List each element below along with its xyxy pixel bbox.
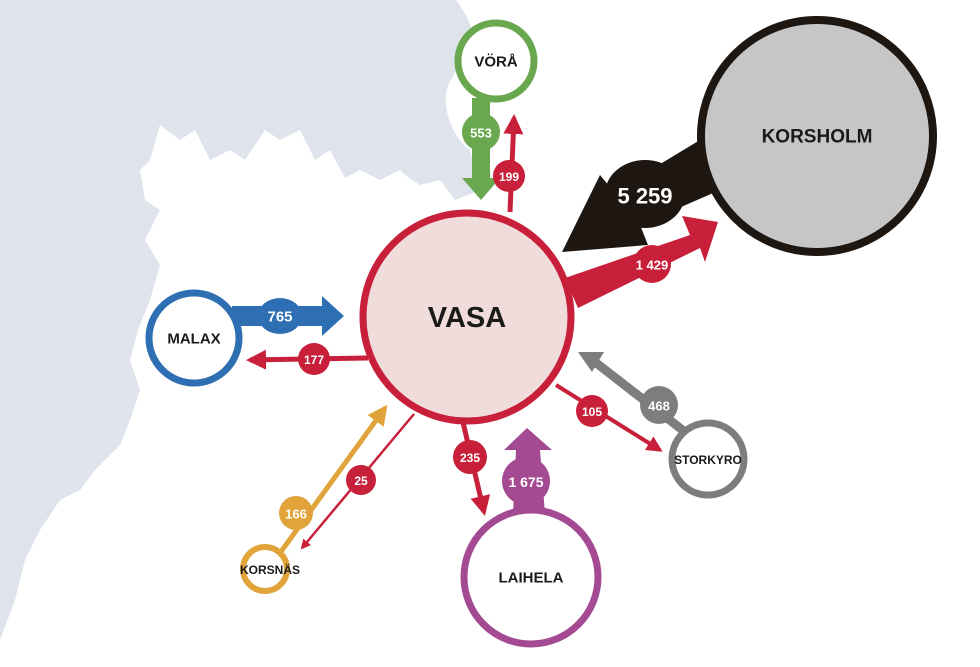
node-korsnas bbox=[240, 544, 290, 594]
badge-storkyro-to-vasa-label: 468 bbox=[648, 399, 670, 414]
badge-vasa-to-korsnas bbox=[346, 465, 376, 495]
badge-vasa-to-malax bbox=[298, 343, 330, 375]
badge-vasa-to-korsholm-label: 1 429 bbox=[636, 258, 669, 273]
badge-korsholm-to-vasa bbox=[605, 160, 685, 228]
node-korsholm bbox=[697, 16, 937, 256]
badge-vasa-to-malax-label: 177 bbox=[304, 353, 324, 367]
badge-vasa-to-storkyro-label: 105 bbox=[582, 405, 602, 419]
node-vasa-label: VASA bbox=[428, 302, 506, 334]
badge-vasa-to-storkyro bbox=[576, 395, 608, 427]
badge-vasa-to-vora-label: 199 bbox=[499, 170, 519, 184]
arrow-storkyro-to-vasa-head bbox=[578, 352, 604, 372]
node-storkyro-label: STORKYRO bbox=[674, 453, 742, 467]
badge-korsnas-to-vasa-label: 166 bbox=[285, 507, 307, 522]
badge-malax-to-vasa bbox=[258, 298, 302, 334]
badge-vasa-to-laihela bbox=[453, 440, 487, 474]
node-vasa bbox=[359, 209, 575, 425]
node-korsnas-label: KORSNÄS bbox=[240, 562, 300, 577]
badge-korsholm-to-vasa-label: 5 259 bbox=[617, 184, 672, 209]
node-korsholm-label: KORSHOLM bbox=[762, 127, 873, 148]
badge-vasa-to-korsholm bbox=[633, 245, 671, 283]
badge-vora-to-vasa-label: 553 bbox=[470, 126, 492, 141]
badge-laihela-to-vasa bbox=[502, 457, 550, 505]
node-vora bbox=[454, 19, 538, 103]
arrow-vasa-to-storkyro bbox=[554, 383, 663, 452]
badge-vasa-to-laihela-label: 235 bbox=[460, 451, 480, 465]
badge-laihela-to-vasa-label: 1 675 bbox=[508, 474, 543, 490]
node-vora-label: VÖRÅ bbox=[474, 54, 518, 71]
node-laihela bbox=[460, 506, 602, 648]
badge-storkyro-to-vasa bbox=[640, 386, 678, 424]
badge-korsnas-to-vasa bbox=[279, 496, 313, 530]
badge-vasa-to-korsnas-label: 25 bbox=[354, 474, 368, 488]
node-malax-label: MALAX bbox=[167, 331, 220, 348]
node-laihela-label: LAIHELA bbox=[499, 570, 564, 587]
map-land-shape bbox=[0, 0, 480, 640]
badge-malax-to-vasa-label: 765 bbox=[267, 309, 292, 326]
node-malax bbox=[145, 289, 243, 387]
node-storkyro bbox=[668, 419, 748, 499]
badge-vora-to-vasa bbox=[462, 113, 500, 151]
badge-vasa-to-vora bbox=[493, 160, 525, 192]
